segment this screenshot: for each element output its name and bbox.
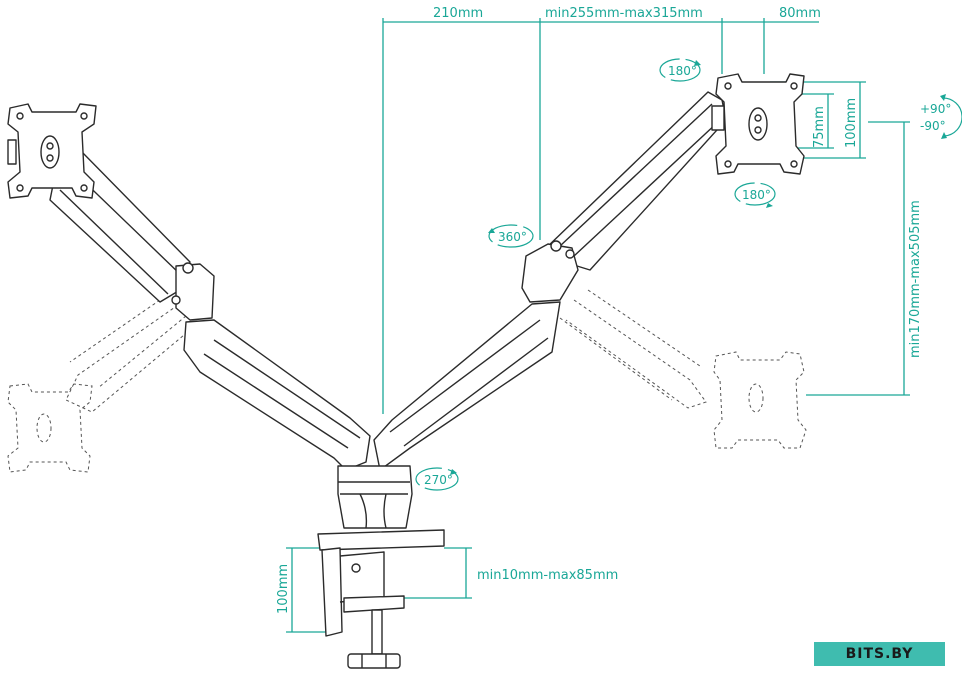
rotation-base-swivel: 270° <box>415 467 459 491</box>
rotation-head-bottom-label: 180° <box>742 188 771 202</box>
vesa-75-label: 75mm <box>812 106 827 148</box>
vesa-offset-label: 80mm <box>779 6 821 21</box>
rotation-head-top-label: 180° <box>668 64 697 78</box>
brand-logo: BITS.BY <box>814 642 945 666</box>
brand-logo-text: BITS.BY <box>845 646 914 662</box>
clamp-height-label: 100mm <box>276 564 291 614</box>
clamp-bracket <box>339 551 385 603</box>
clamp-top-plate <box>317 529 445 551</box>
alternate-positions <box>7 289 807 473</box>
monitor-arm <box>7 73 805 669</box>
arm-reach-label: 210mm <box>433 6 483 21</box>
clamp-lower-plate <box>343 595 405 613</box>
left-lower-arm <box>183 319 371 471</box>
height-range-label: min170mm-max505mm <box>908 200 923 358</box>
left-elbow-joint <box>175 263 215 321</box>
vesa-100-label: 100mm <box>844 98 859 148</box>
rotation-head-top: 180° <box>659 58 701 82</box>
center-pole <box>337 465 413 529</box>
arm-span-label: min255mm-max315mm <box>545 6 703 21</box>
tilt-down-label: -90° <box>920 119 946 133</box>
clamp-screw <box>371 609 383 655</box>
tilt-up-label: +90° <box>920 102 951 116</box>
right-upper-arm <box>543 91 727 271</box>
rotation-head-bottom: 180° <box>734 182 776 208</box>
clamp-knob <box>347 653 401 669</box>
clamp-body <box>321 547 343 637</box>
rotation-arm-swivel: 360° <box>488 224 534 248</box>
right-lower-arm <box>373 301 561 471</box>
rotation-tilt: +90° -90° <box>920 94 962 139</box>
arm-swivel-label: 360° <box>498 230 527 244</box>
base-swivel-label: 270° <box>424 473 453 487</box>
desk-thickness-label: min10mm-max85mm <box>477 568 618 583</box>
